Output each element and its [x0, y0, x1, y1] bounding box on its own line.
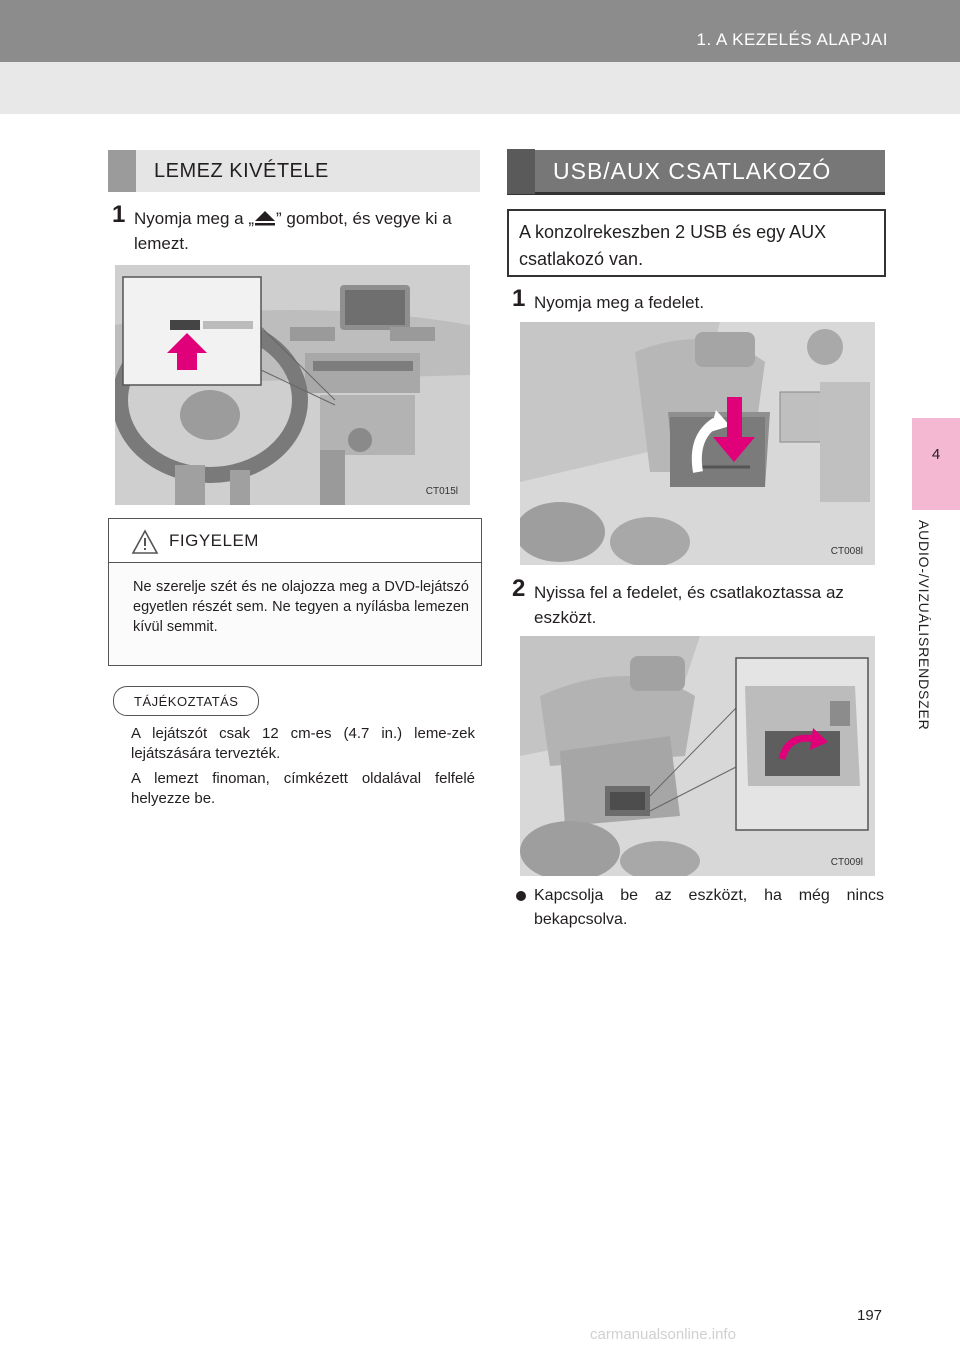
- figure-code: CT015l: [425, 486, 458, 497]
- figure-dashboard: CT015l: [115, 265, 470, 505]
- caution-header: FIGYELEM: [108, 518, 482, 563]
- chapter-tab-label: AUDIO-/VIZUÁLISRENDSZER: [916, 520, 932, 731]
- bullet-dot: [516, 891, 526, 901]
- info-label: TÁJÉKOZTATÁS: [113, 686, 260, 716]
- caution-body: Ne szerelje szét és ne olajozza meg a DV…: [108, 562, 482, 666]
- step-number: 2: [512, 575, 526, 602]
- figure-console-press: CT008l: [520, 322, 875, 565]
- step-1-press-lid: 1 Nyomja meg a fedelet.: [512, 286, 884, 315]
- step-text: Nyomja meg a „” gombot, és vegye ki a le…: [134, 209, 452, 253]
- caution-title: FIGYELEM: [169, 531, 259, 550]
- section-header-disc-eject: LEMEZ KIVÉTELE: [108, 150, 480, 192]
- section-title: LEMEZ KIVÉTELE: [154, 159, 329, 182]
- console-press-illustration: [520, 322, 875, 565]
- dashboard-illustration: [115, 265, 470, 505]
- header-band: [0, 0, 960, 62]
- info-paragraph-2: A lemezt finoman, címkézett oldalával fe…: [131, 770, 475, 807]
- info-paragraph-1: A lejátszót csak 12 cm-es (4.7 in.) leme…: [131, 725, 475, 762]
- intro-box: A konzolrekeszben 2 USB és egy AUX csatl…: [507, 209, 886, 277]
- bullet-item: Kapcsolja be az eszközt, ha még nincs be…: [516, 884, 884, 932]
- page-number: 197: [857, 1307, 883, 1324]
- header-subband: [0, 62, 960, 114]
- eject-icon: [254, 211, 275, 226]
- section-marker: [507, 148, 535, 194]
- section-title: USB/AUX CSATLAKOZÓ: [553, 157, 832, 184]
- bullet-text: Kapcsolja be az eszközt, ha még nincs be…: [534, 887, 884, 928]
- warning-triangle-icon: [131, 529, 159, 554]
- chapter-title: 1. A KEZELÉS ALAPJAI: [696, 30, 888, 49]
- figure-code: CT008l: [830, 546, 863, 557]
- step-text: Nyomja meg a fedelet.: [534, 293, 705, 312]
- step-1-eject: 1 Nyomja meg a „” gombot, és vegye ki a …: [112, 202, 482, 256]
- step-number: 1: [512, 285, 526, 312]
- figure-code: CT009l: [830, 857, 863, 868]
- figure-console-open: CT009l: [520, 636, 875, 876]
- watermark: carmanualsonline.info: [590, 1326, 736, 1343]
- section-marker: [108, 150, 136, 192]
- chapter-tab: [912, 418, 960, 510]
- console-open-illustration: [520, 636, 875, 876]
- step-text: Nyissa fel a fedelet, és csatlakoztassa …: [534, 583, 844, 627]
- section-header-usb-aux: USB/AUX CSATLAKOZÓ: [507, 148, 885, 195]
- caution-text: Ne szerelje szét és ne olajozza meg a DV…: [133, 579, 469, 635]
- chapter-tab-number: 4: [931, 446, 941, 463]
- step-2-open-lid: 2 Nyissa fel a fedelet, és csatlakoztass…: [512, 576, 884, 630]
- intro-text: A konzolrekeszben 2 USB és egy AUX csatl…: [519, 222, 827, 269]
- step-number: 1: [112, 201, 126, 228]
